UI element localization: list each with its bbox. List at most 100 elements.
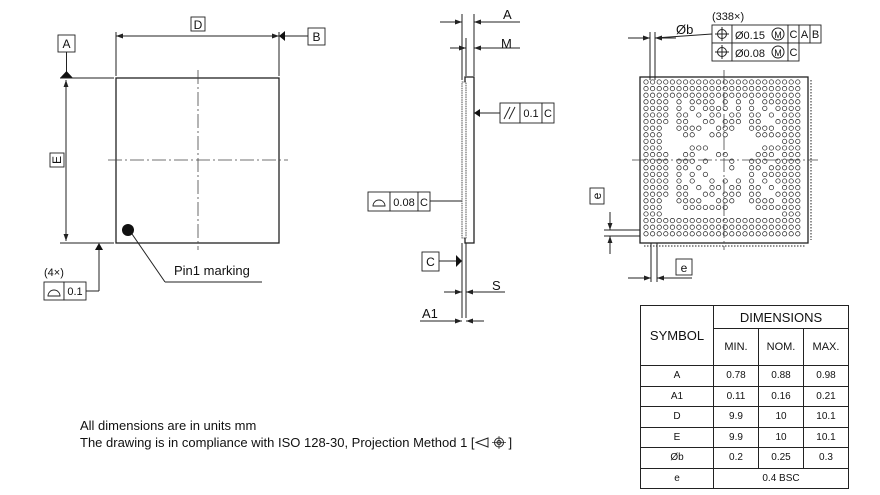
solder-ball — [762, 204, 768, 210]
solder-ball — [729, 125, 735, 131]
solder-ball — [683, 204, 689, 210]
dim-d-label: D — [194, 18, 203, 32]
solder-ball — [795, 231, 801, 237]
solder-ball — [676, 92, 682, 98]
solder-ball — [656, 152, 662, 158]
note-iso-end: ] — [508, 435, 513, 450]
solder-ball — [696, 218, 702, 224]
solder-ball — [729, 191, 735, 197]
solder-ball — [788, 198, 794, 204]
solder-ball — [788, 191, 794, 197]
dim-a1-label: A1 — [422, 306, 438, 321]
solder-ball — [650, 178, 656, 184]
solder-ball — [788, 171, 794, 177]
solder-ball — [762, 92, 768, 98]
solder-ball — [676, 105, 682, 111]
solder-ball — [716, 224, 722, 230]
solder-ball — [650, 145, 656, 151]
solder-ball — [709, 79, 715, 85]
solder-ball — [656, 138, 662, 144]
solder-ball — [782, 125, 788, 131]
solder-ball — [762, 171, 768, 177]
solder-ball — [643, 191, 649, 197]
solder-ball — [749, 218, 755, 224]
solder-ball — [762, 178, 768, 184]
solder-ball — [689, 204, 695, 210]
solder-ball — [643, 165, 649, 171]
solder-ball — [643, 92, 649, 98]
solder-ball — [683, 152, 689, 158]
solder-ball — [788, 211, 794, 217]
solder-ball — [656, 132, 662, 138]
solder-ball — [656, 204, 662, 210]
side-flatness-icon — [372, 199, 386, 207]
solder-ball — [749, 79, 755, 85]
solder-ball — [795, 165, 801, 171]
solder-ball — [775, 99, 781, 105]
solder-ball — [782, 191, 788, 197]
solder-ball — [782, 152, 788, 158]
solder-ball — [650, 99, 656, 105]
solder-ball — [643, 204, 649, 210]
solder-ball — [663, 178, 669, 184]
solder-ball — [702, 231, 708, 237]
solder-ball — [775, 231, 781, 237]
solder-ball — [775, 171, 781, 177]
symbol-header: SYMBOL — [640, 305, 714, 366]
solder-ball — [676, 191, 682, 197]
dim-a-label: A — [503, 7, 512, 22]
solder-ball — [663, 79, 669, 85]
solder-ball — [762, 79, 768, 85]
col-max: MAX. — [803, 328, 849, 366]
solder-ball — [643, 99, 649, 105]
solder-ball — [716, 112, 722, 118]
solder-ball — [795, 204, 801, 210]
solder-ball — [689, 178, 695, 184]
solder-ball — [762, 145, 768, 151]
solder-ball — [650, 165, 656, 171]
solder-ball — [755, 165, 761, 171]
datum-c-label: C — [426, 255, 435, 269]
solder-ball — [788, 145, 794, 151]
solder-ball — [722, 132, 728, 138]
position-tolerance-icon-2 — [715, 45, 729, 59]
solder-ball — [656, 178, 662, 184]
solder-ball — [729, 79, 735, 85]
solder-ball — [788, 204, 794, 210]
solder-ball — [696, 198, 702, 204]
solder-ball — [749, 92, 755, 98]
solder-ball — [656, 79, 662, 85]
solder-ball — [689, 132, 695, 138]
solder-ball — [742, 86, 748, 92]
solder-ball — [768, 171, 774, 177]
solder-ball — [729, 185, 735, 191]
solder-ball — [795, 178, 801, 184]
solder-ball — [782, 224, 788, 230]
solder-ball — [702, 105, 708, 111]
solder-ball — [795, 171, 801, 177]
solder-ball — [676, 198, 682, 204]
solder-ball — [782, 231, 788, 237]
solder-ball — [683, 185, 689, 191]
solder-ball — [683, 231, 689, 237]
flatness-symbol-icon — [47, 289, 61, 297]
pitch-h-label: e — [681, 261, 688, 275]
solder-ball — [749, 112, 755, 118]
solder-ball — [689, 145, 695, 151]
solder-ball — [782, 165, 788, 171]
solder-ball — [795, 224, 801, 230]
solder-ball — [788, 79, 794, 85]
solder-ball — [683, 86, 689, 92]
solder-ball — [702, 99, 708, 105]
solder-ball — [716, 79, 722, 85]
solder-ball — [656, 185, 662, 191]
solder-ball — [782, 92, 788, 98]
solder-ball — [676, 185, 682, 191]
solder-ball — [656, 125, 662, 131]
solder-ball — [689, 79, 695, 85]
solder-ball — [775, 191, 781, 197]
solder-ball — [656, 105, 662, 111]
solder-ball — [795, 125, 801, 131]
solder-ball — [735, 119, 741, 125]
